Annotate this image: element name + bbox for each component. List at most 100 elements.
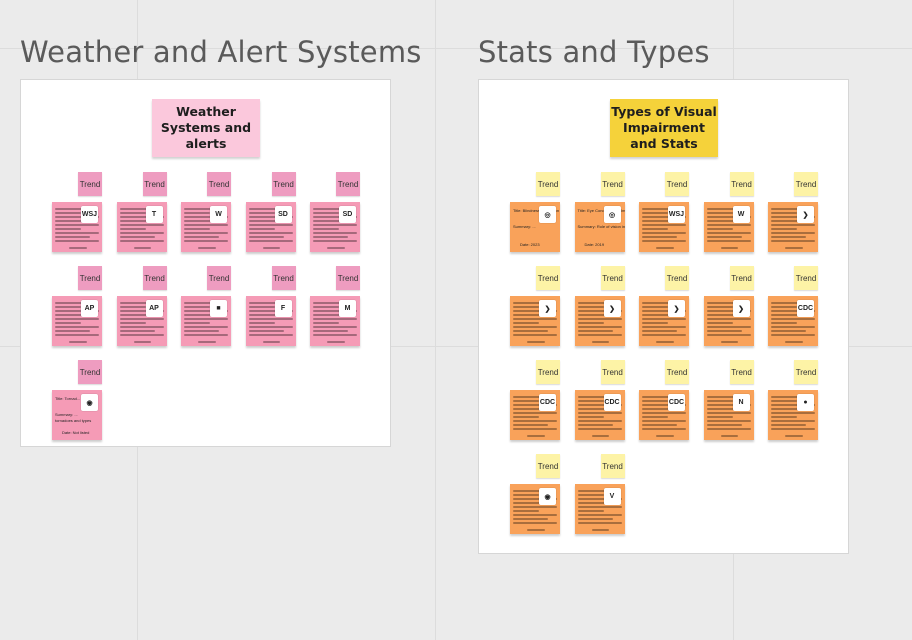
article-card[interactable]: CDC bbox=[768, 296, 818, 346]
text-line bbox=[119, 326, 164, 328]
trend-sticky[interactable]: Trend bbox=[729, 172, 754, 196]
noaa-logo-icon: ◉ bbox=[81, 394, 98, 411]
article-card[interactable]: V bbox=[574, 484, 625, 534]
trend-sticky[interactable]: Trend bbox=[78, 360, 102, 384]
trend-sticky[interactable]: Trend bbox=[536, 360, 560, 384]
trend-sticky[interactable]: Trend bbox=[271, 172, 296, 196]
article-card[interactable]: CDC bbox=[574, 390, 625, 440]
trend-sticky[interactable]: Trend bbox=[600, 266, 625, 290]
section-title-stats: Stats and Types bbox=[478, 35, 710, 69]
text-line bbox=[119, 310, 164, 312]
text-line bbox=[706, 326, 751, 328]
article-card[interactable]: W bbox=[181, 202, 231, 252]
article-card[interactable]: CDC bbox=[510, 390, 560, 440]
text-line bbox=[313, 208, 349, 210]
article-card[interactable]: AP bbox=[52, 296, 102, 346]
text-line bbox=[55, 240, 99, 242]
trend-sticky[interactable]: Trend bbox=[794, 266, 818, 290]
text-line bbox=[642, 420, 686, 422]
trend-label: Trend bbox=[666, 367, 688, 377]
text-line bbox=[184, 334, 228, 336]
text-line bbox=[513, 506, 557, 508]
chevron-logo-icon: ❯ bbox=[603, 300, 621, 317]
article-card[interactable]: W bbox=[703, 202, 754, 252]
article-card[interactable]: CDC bbox=[639, 390, 689, 440]
text-line bbox=[313, 310, 357, 312]
trend-sticky[interactable]: Trend bbox=[665, 266, 689, 290]
trend-label: Trend bbox=[731, 273, 752, 283]
trend-sticky[interactable]: Trend bbox=[729, 266, 754, 290]
article-card[interactable]: ❯ bbox=[639, 296, 689, 346]
text-line bbox=[513, 314, 549, 316]
trend-sticky[interactable]: Trend bbox=[665, 172, 689, 196]
article-card[interactable]: ❯ bbox=[510, 296, 560, 346]
article-card[interactable]: ◉ bbox=[510, 484, 560, 534]
article-card[interactable]: ● bbox=[768, 390, 818, 440]
article-card[interactable]: SD bbox=[310, 202, 360, 252]
article-card[interactable]: ❯ bbox=[574, 296, 625, 346]
text-line bbox=[591, 435, 610, 437]
text-line bbox=[706, 240, 751, 242]
trend-sticky[interactable]: Trend bbox=[536, 172, 560, 196]
text-line bbox=[184, 228, 211, 230]
stats-frame[interactable]: Types of Visual Impairment and Stats Tre… bbox=[478, 79, 849, 554]
trend-sticky[interactable]: Trend bbox=[78, 266, 102, 290]
text-line bbox=[513, 318, 557, 320]
text-line bbox=[656, 247, 674, 249]
trend-sticky[interactable]: Trend bbox=[78, 172, 102, 196]
text-line bbox=[513, 310, 557, 312]
trend-sticky[interactable]: Trend bbox=[271, 266, 296, 290]
trend-sticky[interactable]: Trend bbox=[207, 172, 231, 196]
article-card[interactable]: M bbox=[310, 296, 360, 346]
text-line bbox=[577, 518, 613, 520]
trend-sticky[interactable]: Trend bbox=[336, 172, 360, 196]
card-detail: tornadoes and types bbox=[55, 418, 92, 423]
text-line bbox=[591, 529, 610, 531]
article-card[interactable]: T bbox=[116, 202, 167, 252]
text-line bbox=[119, 314, 155, 316]
card-title: Title: Blindness and vision impairment bbox=[513, 208, 560, 213]
weather-header-sticky[interactable]: Weather Systems and alerts bbox=[152, 99, 260, 157]
trend-sticky[interactable]: Trend bbox=[142, 266, 167, 290]
text-line bbox=[642, 322, 669, 324]
text-line bbox=[119, 306, 146, 308]
card-date: Date: 2019 bbox=[584, 242, 605, 247]
text-line bbox=[184, 326, 228, 328]
text-line bbox=[513, 330, 549, 332]
trend-sticky[interactable]: Trend bbox=[142, 172, 167, 196]
article-card[interactable]: AP bbox=[116, 296, 167, 346]
article-card[interactable]: ❯ bbox=[768, 202, 818, 252]
article-card[interactable]: WSJ bbox=[52, 202, 102, 252]
article-card[interactable]: ■ bbox=[181, 296, 231, 346]
article-card[interactable]: WSJ bbox=[639, 202, 689, 252]
trend-sticky[interactable]: Trend bbox=[665, 360, 689, 384]
trend-sticky[interactable]: Trend bbox=[336, 266, 360, 290]
text-line bbox=[513, 502, 549, 504]
article-card[interactable]: Title: Blindness and vision impairmentSu… bbox=[510, 202, 560, 252]
trend-sticky[interactable]: Trend bbox=[207, 266, 231, 290]
text-line bbox=[327, 247, 345, 249]
article-card[interactable]: F bbox=[245, 296, 296, 346]
trend-sticky[interactable]: Trend bbox=[600, 172, 625, 196]
trend-sticky[interactable]: Trend bbox=[794, 360, 818, 384]
article-card[interactable]: Title: Eye Condition and Impairment Mode… bbox=[574, 202, 625, 252]
trend-sticky[interactable]: Trend bbox=[600, 360, 625, 384]
article-card[interactable]: ❯ bbox=[703, 296, 754, 346]
article-card[interactable]: SD bbox=[245, 202, 296, 252]
stats-header-sticky[interactable]: Types of Visual Impairment and Stats bbox=[610, 99, 718, 157]
article-card[interactable]: N bbox=[703, 390, 754, 440]
trend-sticky[interactable]: Trend bbox=[794, 172, 818, 196]
trend-label: Trend bbox=[795, 367, 817, 377]
text-line bbox=[642, 240, 686, 242]
trend-sticky[interactable]: Trend bbox=[729, 360, 754, 384]
text-line bbox=[706, 314, 742, 316]
trend-sticky[interactable]: Trend bbox=[600, 454, 625, 478]
chevron-logo-icon: ❯ bbox=[668, 300, 685, 317]
trend-sticky[interactable]: Trend bbox=[536, 266, 560, 290]
trend-sticky[interactable]: Trend bbox=[536, 454, 560, 478]
article-card[interactable]: Title: Tornad...Summary: ...tornadoes an… bbox=[52, 390, 102, 440]
trend-label: Trend bbox=[337, 179, 359, 189]
text-line bbox=[771, 330, 807, 332]
text-line bbox=[248, 232, 293, 234]
